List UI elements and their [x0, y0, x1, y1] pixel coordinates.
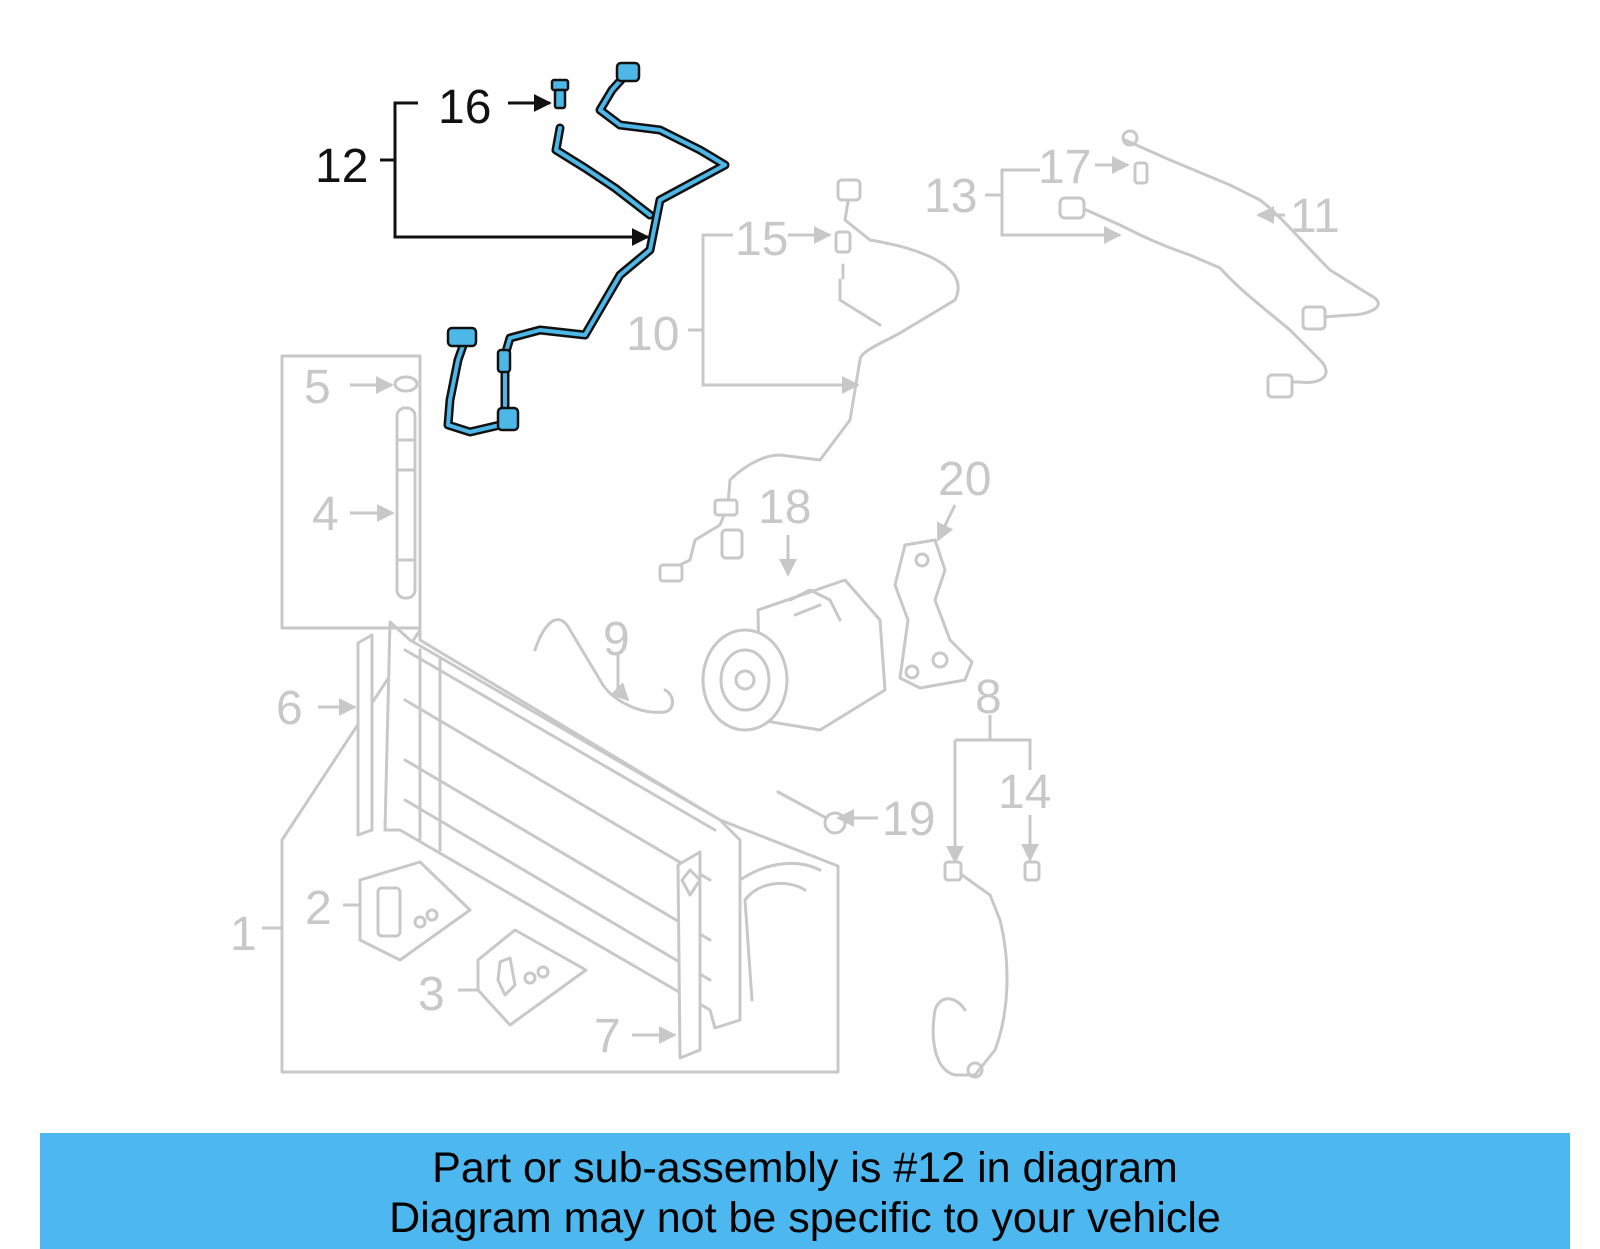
label-18: 18 — [758, 481, 811, 534]
label-19: 19 — [882, 793, 935, 846]
label-6: 6 — [276, 682, 303, 735]
ac-line-13[interactable] — [1058, 161, 1328, 399]
banner-line-disclaimer: Diagram may not be specific to your vehi… — [389, 1194, 1221, 1242]
valve-16[interactable] — [550, 78, 570, 110]
highlighted-line-12[interactable] — [443, 61, 730, 437]
label-16: 16 — [438, 81, 491, 134]
label-17: 17 — [1038, 141, 1091, 194]
ac-compressor[interactable] — [701, 578, 887, 732]
label-8: 8 — [975, 671, 1002, 724]
bolt-19[interactable] — [776, 790, 847, 835]
label-11: 11 — [1290, 190, 1340, 243]
label-12: 12 — [315, 140, 368, 193]
receiver-dryer[interactable] — [280, 354, 422, 630]
label-4: 4 — [312, 488, 339, 541]
label-2: 2 — [305, 882, 332, 935]
valve-15[interactable] — [834, 230, 852, 280]
label-14: 14 — [998, 766, 1051, 819]
label-7: 7 — [594, 1010, 621, 1063]
parts-diagram: 12 16 5 4 6 1 2 3 7 9 10 15 18 20 13 17 … — [230, 61, 1380, 1079]
label-13: 13 — [924, 170, 977, 223]
label-5: 5 — [304, 361, 331, 414]
ac-line-10[interactable] — [658, 178, 960, 583]
leader-lines — [262, 94, 1285, 1044]
info-banner: Part or sub-assembly is #12 in diagram D… — [40, 1133, 1570, 1249]
label-10: 10 — [626, 308, 679, 361]
ac-line-11[interactable] — [1121, 129, 1380, 331]
label-3: 3 — [418, 968, 445, 1021]
compressor-bracket[interactable] — [893, 538, 974, 690]
condenser-assembly[interactable] — [280, 620, 840, 1074]
label-20: 20 — [938, 453, 991, 506]
label-15: 15 — [735, 213, 788, 266]
label-9: 9 — [603, 613, 630, 666]
ac-line-8[interactable] — [931, 860, 1041, 1079]
label-1: 1 — [230, 908, 257, 961]
banner-line-part: Part or sub-assembly is #12 in diagram — [432, 1144, 1178, 1192]
